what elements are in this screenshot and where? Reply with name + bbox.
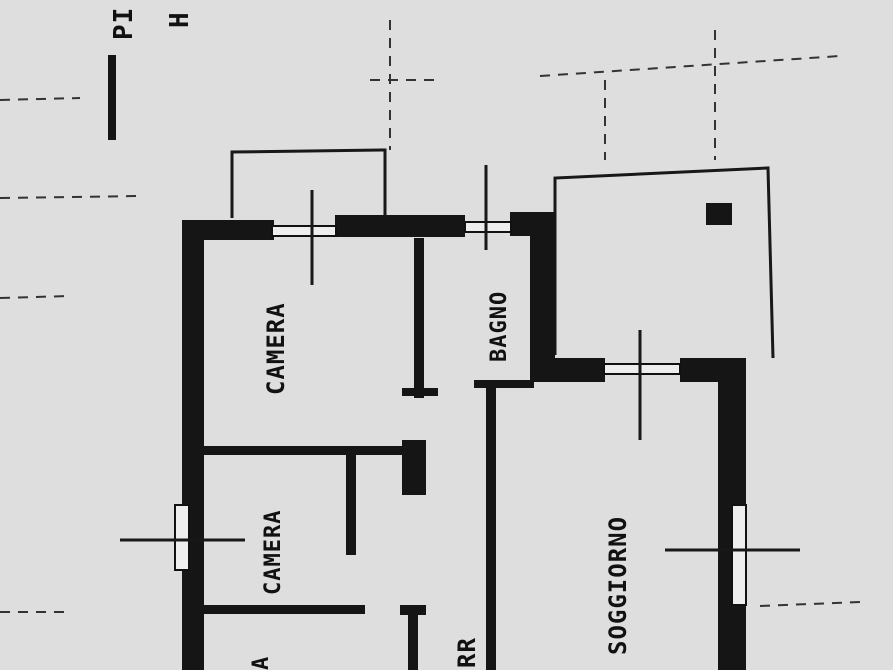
header-text: PI H (108, 7, 195, 140)
room-label-camera-2: CAMERA (261, 510, 286, 595)
reference-lines (0, 20, 861, 613)
room-label-soggiorno: SOGGIORNO (604, 516, 632, 655)
walls (182, 212, 746, 670)
header-mark (108, 55, 116, 140)
room-label-fragment-a: A (249, 656, 274, 670)
windows (120, 165, 800, 606)
balcony-chimney (706, 203, 732, 225)
balcony-top-left (230, 148, 387, 218)
room-label-fragment-rr: RR (453, 637, 481, 668)
header-fragment-2: H (165, 11, 195, 28)
header-fragment-1: PI (109, 7, 139, 40)
room-label-camera-1: CAMERA (262, 302, 290, 395)
room-label-bagno: BAGNO (487, 291, 512, 362)
